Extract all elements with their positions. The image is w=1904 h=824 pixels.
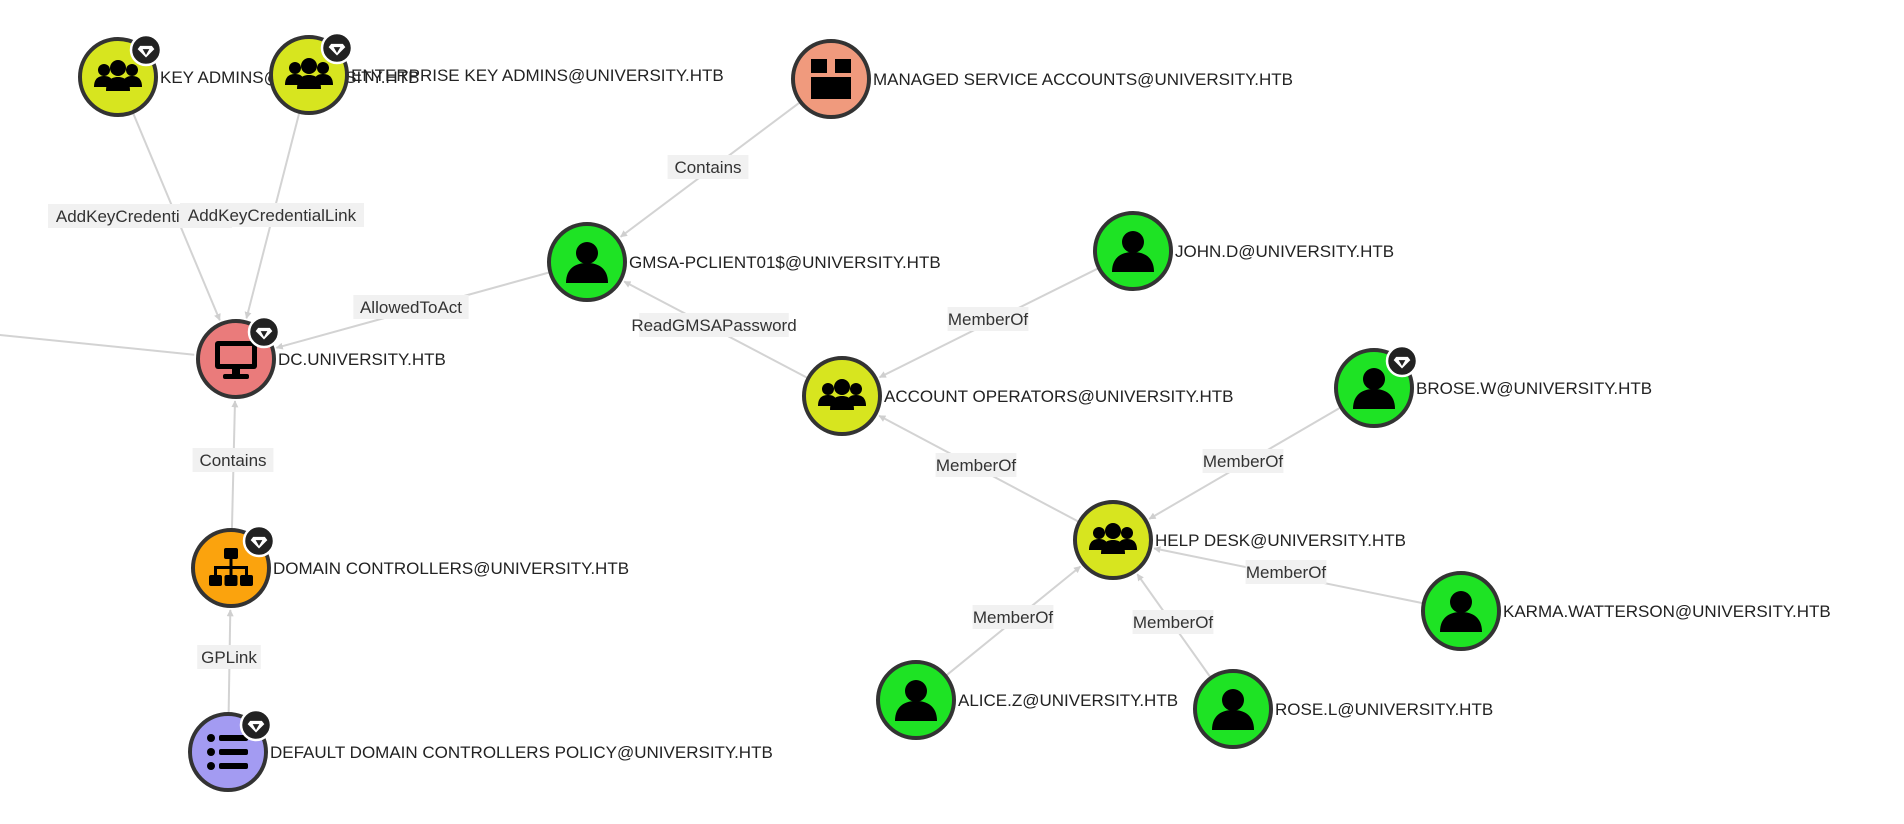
edge-offscreen-to-dc[interactable] xyxy=(0,333,195,356)
edge-label-alice-to-help_desk[interactable]: MemberOf xyxy=(972,605,1054,629)
node-label: GMSA-PCLIENT01$@UNIVERSITY.HTB xyxy=(629,253,941,272)
edge-label-background xyxy=(353,295,469,319)
edge-label-text: MemberOf xyxy=(1133,613,1214,632)
node-karma[interactable]: KARMA.WATTERSON@UNIVERSITY.HTB xyxy=(1421,571,1831,651)
node-label: DOMAIN CONTROLLERS@UNIVERSITY.HTB xyxy=(273,559,629,578)
edge-label-acct_ops-to-gmsa[interactable]: ReadGMSAPassword xyxy=(631,313,797,337)
edge-label-text: Contains xyxy=(199,451,266,470)
node-help_desk[interactable]: HELP DESK@UNIVERSITY.HTB xyxy=(1073,500,1406,580)
tier-zero-gem-icon xyxy=(247,315,281,349)
node-john[interactable]: JOHN.D@UNIVERSITY.HTB xyxy=(1093,211,1394,291)
edge-label-ddcp-to-domain_ctrls[interactable]: GPLink xyxy=(197,645,261,669)
node-domain_ctrls[interactable]: DOMAIN CONTROLLERS@UNIVERSITY.HTB xyxy=(191,524,629,608)
node-label: MANAGED SERVICE ACCOUNTS@UNIVERSITY.HTB xyxy=(873,70,1293,89)
edge-label-karma-to-help_desk[interactable]: MemberOf xyxy=(1245,560,1327,584)
edge-label-background xyxy=(1132,610,1214,634)
edge-label-text: AllowedToAct xyxy=(360,298,462,317)
edge-label-john-to-acct_ops[interactable]: MemberOf xyxy=(947,307,1029,331)
edge-label-text: Contains xyxy=(674,158,741,177)
node-label: KARMA.WATTERSON@UNIVERSITY.HTB xyxy=(1503,602,1831,621)
node-label: ENTERPRISE KEY ADMINS@UNIVERSITY.HTB xyxy=(351,66,724,85)
edge-label-rose-to-help_desk[interactable]: MemberOf xyxy=(1132,610,1214,634)
tier-zero-gem-icon xyxy=(320,31,354,65)
node-label: BROSE.W@UNIVERSITY.HTB xyxy=(1416,379,1652,398)
tier-zero-gem-icon xyxy=(242,524,276,558)
edge-label-text: MemberOf xyxy=(936,456,1017,475)
edge-label-background xyxy=(197,645,261,669)
edge-label-text: GPLink xyxy=(201,648,257,667)
node-rose[interactable]: ROSE.L@UNIVERSITY.HTB xyxy=(1193,669,1493,749)
node-label: JOHN.D@UNIVERSITY.HTB xyxy=(1175,242,1394,261)
node-alice[interactable]: ALICE.Z@UNIVERSITY.HTB xyxy=(876,660,1178,740)
edge-label-help_desk-to-acct_ops[interactable]: MemberOf xyxy=(935,453,1017,477)
edge-labels-layer: AddKeyCredentialLinkAddKeyCredentialLink… xyxy=(48,155,1326,669)
node-label: DC.UNIVERSITY.HTB xyxy=(278,350,446,369)
node-label: HELP DESK@UNIVERSITY.HTB xyxy=(1155,531,1406,550)
node-ddcp[interactable]: DEFAULT DOMAIN CONTROLLERS POLICY@UNIVER… xyxy=(188,708,773,792)
node-dc[interactable]: DC.UNIVERSITY.HTB xyxy=(196,315,446,399)
node-label: DEFAULT DOMAIN CONTROLLERS POLICY@UNIVER… xyxy=(270,743,773,762)
tier-zero-gem-icon xyxy=(239,708,273,742)
node-label: ROSE.L@UNIVERSITY.HTB xyxy=(1275,700,1493,719)
edge-label-text: ReadGMSAPassword xyxy=(631,316,796,335)
gpo-list-icon xyxy=(207,734,248,770)
edge-label-background xyxy=(1245,560,1327,584)
node-msa[interactable]: MANAGED SERVICE ACCOUNTS@UNIVERSITY.HTB xyxy=(791,39,1293,119)
edge-label-background xyxy=(935,453,1017,477)
edge-label-text: MemberOf xyxy=(1246,563,1327,582)
edge-label-brose-to-help_desk[interactable]: MemberOf xyxy=(1202,449,1284,473)
tier-zero-gem-icon xyxy=(1385,344,1419,378)
node-brose[interactable]: BROSE.W@UNIVERSITY.HTB xyxy=(1334,344,1652,428)
edge-label-domain_ctrls-to-dc[interactable]: Contains xyxy=(192,448,274,472)
edge-label-text: MemberOf xyxy=(948,310,1029,329)
edge-label-background xyxy=(947,307,1029,331)
edge-label-background xyxy=(192,448,274,472)
edge-label-text: MemberOf xyxy=(1203,452,1284,471)
node-label: ALICE.Z@UNIVERSITY.HTB xyxy=(958,691,1178,710)
edge-label-gmsa-to-dc[interactable]: AllowedToAct xyxy=(353,295,469,319)
node-ent_key_admins[interactable]: ENTERPRISE KEY ADMINS@UNIVERSITY.HTB xyxy=(269,31,724,115)
edge-label-text: MemberOf xyxy=(973,608,1054,627)
edge-label-ent_key_admins-to-dc[interactable]: AddKeyCredentialLink xyxy=(180,203,364,227)
edge-label-background xyxy=(180,203,364,227)
edge-label-background xyxy=(1202,449,1284,473)
node-gmsa[interactable]: GMSA-PCLIENT01$@UNIVERSITY.HTB xyxy=(547,222,941,302)
edge-label-background xyxy=(639,313,789,337)
node-acct_ops[interactable]: ACCOUNT OPERATORS@UNIVERSITY.HTB xyxy=(802,356,1233,436)
edge-label-background xyxy=(972,605,1054,629)
tier-zero-gem-icon xyxy=(129,33,163,67)
edge-label-text: AddKeyCredentialLink xyxy=(188,206,357,225)
nodes-layer: KEY ADMINS@UNIVERSITY.HTBENTERPRISE KEY … xyxy=(78,31,1831,792)
edge-label-msa-to-gmsa[interactable]: Contains xyxy=(667,155,749,179)
node-label: ACCOUNT OPERATORS@UNIVERSITY.HTB xyxy=(884,387,1233,406)
edge-label-background xyxy=(667,155,749,179)
